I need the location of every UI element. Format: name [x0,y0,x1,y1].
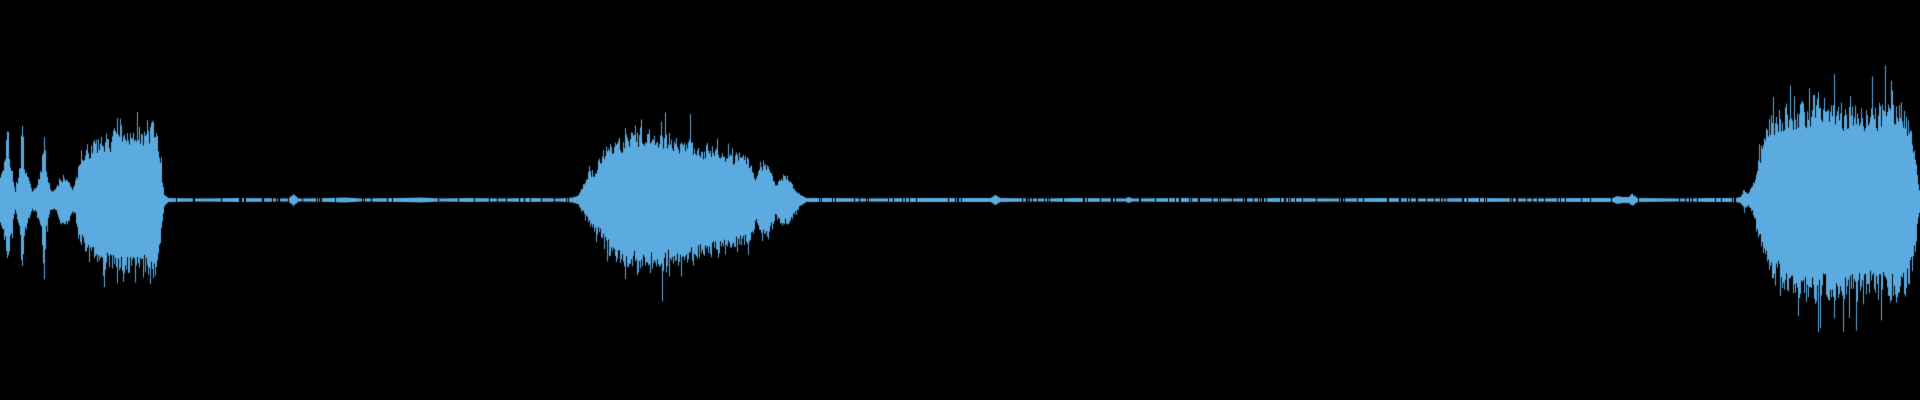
waveform-container [0,0,1920,400]
page: { "app": { "description": "audio wavefor… [0,0,1920,400]
audio-waveform[interactable] [0,0,1920,400]
